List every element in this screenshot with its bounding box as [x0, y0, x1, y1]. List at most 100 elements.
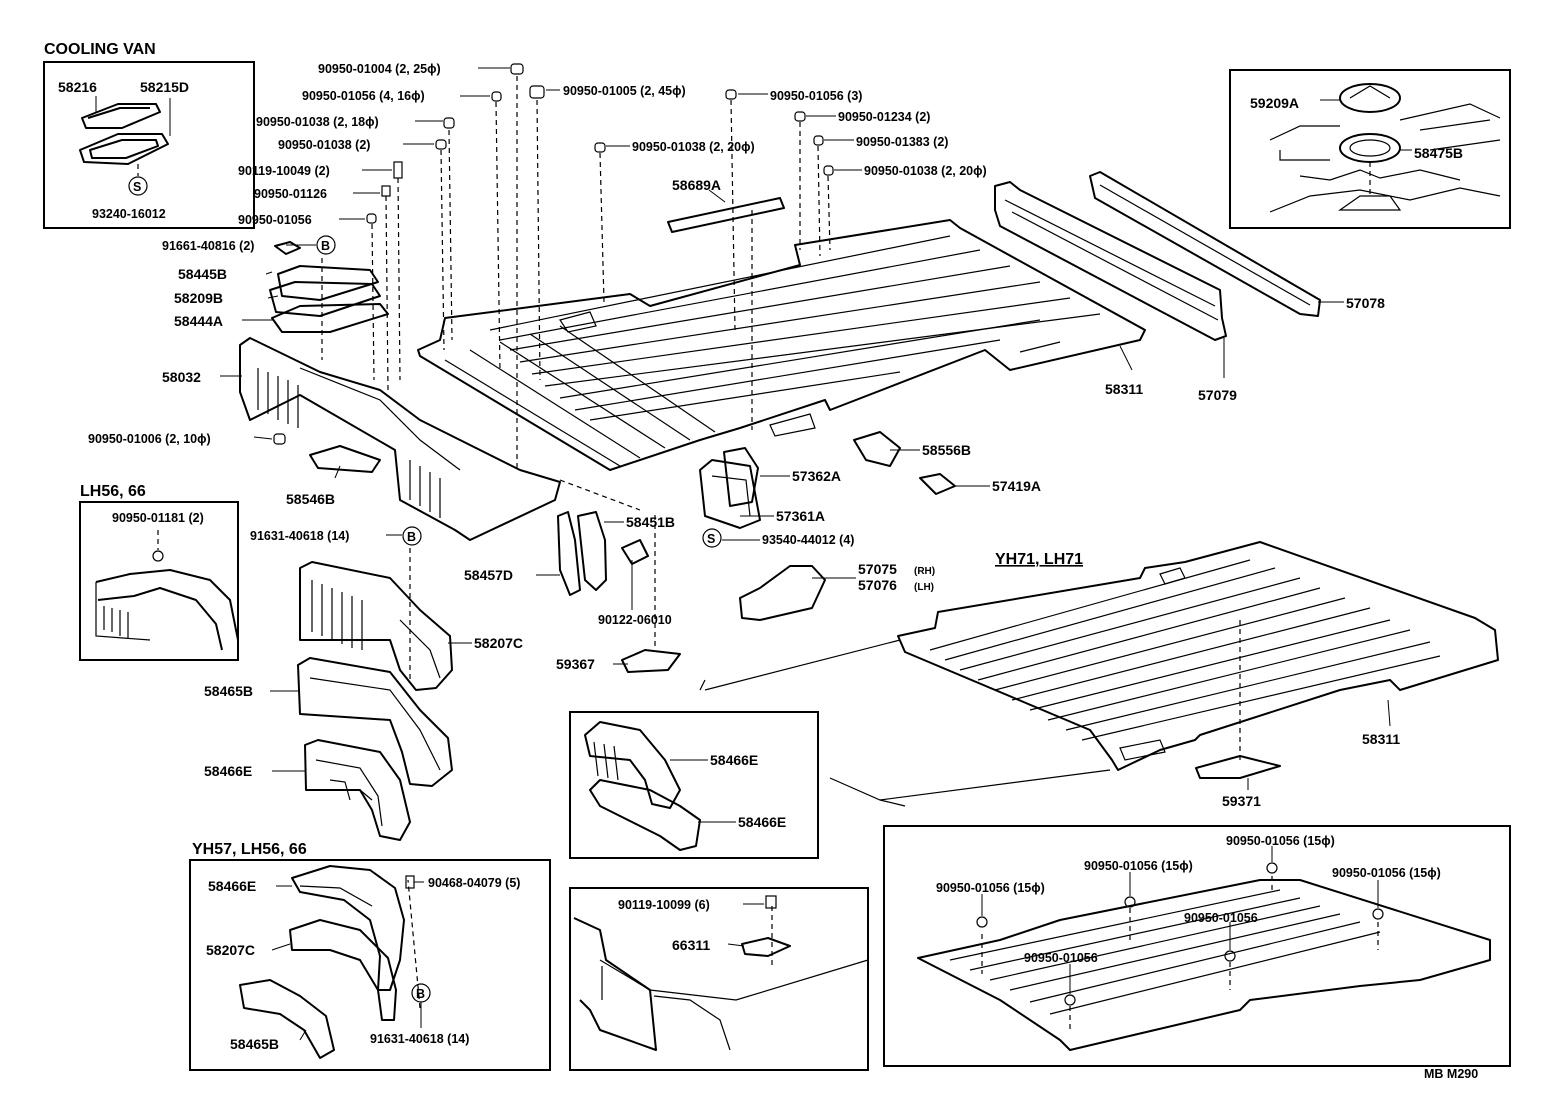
label-90950-01383: 90950-01383 (2)	[856, 135, 948, 149]
label-90950-01038-b: 90950-01038 (2)	[278, 138, 370, 152]
bracket-inset-parts	[573, 906, 869, 1051]
b-symbol-b: B	[407, 530, 416, 544]
label-90950-01056-c: 90950-01056	[238, 213, 312, 227]
label-57078: 57078	[1346, 295, 1385, 311]
label-57362a: 57362A	[792, 468, 841, 484]
yh57-parts	[239, 865, 405, 1059]
inset-bracket-frame	[569, 887, 869, 1071]
label-58466e-a: 58466E	[204, 763, 252, 779]
lh56-66-parts: 90950-01181 (2)	[95, 511, 239, 651]
label-57076-lh: (LH)	[914, 582, 934, 593]
label-58451b: 58451B	[626, 514, 675, 530]
label-r90950-01056-2: 90950-01056 (15ϕ)	[1084, 859, 1193, 873]
label-58465b-b: 58465B	[230, 1036, 279, 1052]
label-57075-rh: (RH)	[914, 566, 935, 577]
label-59209a: 59209A	[1250, 95, 1299, 111]
part-90950-01181: 90950-01181 (2)	[112, 511, 204, 525]
rear-floor-panel	[699, 541, 1499, 807]
label-58465b-a: 58465B	[204, 683, 253, 699]
cooling-van-parts: S 58216 58215D 93240-16012	[58, 79, 189, 221]
part-labels: 90950-01004 (2, 25ϕ) 90950-01056 (4, 16ϕ…	[88, 62, 1463, 1052]
label-91631-40618-a: 91631-40618 (14)	[250, 529, 349, 543]
label-90119-10049: 90119-10049 (2)	[238, 164, 330, 178]
label-58689a: 58689A	[672, 177, 721, 193]
cooling-van-title: COOLING VAN	[44, 41, 156, 58]
label-57079: 57079	[1198, 387, 1237, 403]
label-90950-01038-d: 90950-01038 (2, 20ϕ)	[864, 164, 987, 178]
wheel-housings-left	[297, 561, 453, 841]
label-58445b: 58445B	[178, 266, 227, 282]
label-58475b: 58475B	[1414, 145, 1463, 161]
label-58466e-b: 58466E	[710, 752, 758, 768]
label-58466e-c: 58466E	[738, 814, 786, 830]
label-90122-06010: 90122-06010	[598, 613, 672, 627]
center-small-parts	[557, 197, 1281, 779]
fastener-icons	[273, 63, 834, 909]
label-58207c-a: 58207C	[474, 635, 523, 651]
yh71-lh71-title: YH71, LH71	[995, 551, 1083, 568]
label-59367: 59367	[556, 656, 595, 672]
label-58311-b: 58311	[1362, 731, 1400, 747]
b-symbol-c: B	[416, 987, 425, 1001]
label-58466e-d: 58466E	[208, 878, 256, 894]
label-93540-44012: 93540-44012 (4)	[762, 533, 854, 547]
lh56-66-title: LH56, 66	[80, 483, 146, 500]
s-symbol: S	[133, 180, 141, 194]
label-90468-04079: 90468-04079 (5)	[428, 876, 520, 890]
yh57-lh56-66-title: YH57, LH56, 66	[192, 841, 307, 858]
label-90950-01005: 90950-01005 (2, 45ϕ)	[563, 84, 686, 98]
part-58216: 58216	[58, 79, 97, 95]
inset-lh56-66-frame	[79, 501, 239, 661]
label-r90950-01056-5: 90950-01056	[1184, 911, 1258, 925]
label-91661-40816: 91661-40816 (2)	[162, 239, 254, 253]
inset-floor-plugs-frame	[883, 825, 1511, 1067]
s-symbol-b: S	[707, 532, 715, 546]
label-90950-01006: 90950-01006 (2, 10ϕ)	[88, 432, 211, 446]
assembly-lines	[321, 76, 1241, 1009]
label-90950-01126: 90950-01126	[254, 187, 327, 201]
label-58207c-b: 58207C	[206, 942, 255, 958]
label-r90950-01056-1: 90950-01056 (15ϕ)	[936, 881, 1045, 895]
part-93240-16012: 93240-16012	[92, 207, 166, 221]
main-floor-panel	[417, 219, 1146, 471]
label-91631-40618-b: 91631-40618 (14)	[370, 1032, 469, 1046]
label-57419a: 57419A	[992, 478, 1041, 494]
label-r90950-01056-3: 90950-01056 (15ϕ)	[1226, 834, 1335, 848]
b-symbol-a: B	[321, 239, 330, 253]
inset-yh57-frame	[189, 859, 551, 1071]
label-58444a: 58444A	[174, 313, 223, 329]
inset-roof-detail-frame	[1229, 69, 1511, 229]
inset-rear-detail-frame	[569, 711, 819, 859]
label-58209b: 58209B	[174, 290, 223, 306]
label-58311-a: 58311	[1105, 381, 1143, 397]
roof-detail-parts	[1269, 83, 1501, 213]
label-58546b: 58546B	[286, 491, 335, 507]
label-58032: 58032	[162, 369, 201, 385]
wheel-house-58032	[239, 241, 561, 541]
label-57361a: 57361A	[776, 508, 825, 524]
reference-symbols: B B B S	[316, 235, 722, 1003]
inset-cooling-van-frame	[43, 61, 255, 229]
label-59371: 59371	[1222, 793, 1261, 809]
label-90950-01038-a: 90950-01038 (2, 18ϕ)	[256, 115, 379, 129]
label-r90950-01056-4: 90950-01056 (15ϕ)	[1332, 866, 1441, 880]
label-r90950-01056-6: 90950-01056	[1024, 951, 1098, 965]
side-rails	[994, 171, 1321, 341]
label-90950-01056-a: 90950-01056 (4, 16ϕ)	[302, 89, 425, 103]
floor-plugs-inset-parts	[917, 862, 1491, 1051]
label-90950-01234: 90950-01234 (2)	[838, 110, 930, 124]
part-58215d: 58215D	[140, 79, 189, 95]
label-58457d: 58457D	[464, 567, 513, 583]
label-90119-10099: 90119-10099 (6)	[618, 898, 710, 912]
rear-detail-parts	[584, 721, 701, 851]
label-58556b: 58556B	[922, 442, 971, 458]
label-90950-01038-c: 90950-01038 (2, 20ϕ)	[632, 140, 755, 154]
label-90950-01056-b: 90950-01056 (3)	[770, 89, 862, 103]
label-66311: 66311	[672, 937, 710, 953]
label-57075: 57075	[858, 561, 897, 577]
leader-lines	[220, 67, 1412, 1041]
label-90950-01004: 90950-01004 (2, 25ϕ)	[318, 62, 441, 76]
diagram-code: MB M290	[1424, 1067, 1478, 1081]
label-57076: 57076	[858, 577, 897, 593]
